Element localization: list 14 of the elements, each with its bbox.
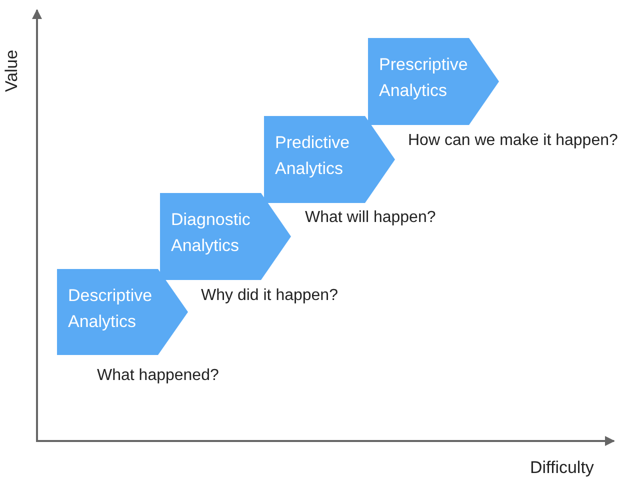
step-box xyxy=(160,193,291,280)
question-text: Why did it happen? xyxy=(201,287,338,305)
node-label: Descriptive Analytics xyxy=(68,285,154,333)
node-label: Predictive Analytics xyxy=(275,132,351,180)
step-box xyxy=(57,269,188,355)
step-box xyxy=(368,38,499,125)
node-label: Diagnostic Analytics xyxy=(171,209,252,257)
node-label: Prescriptive Analytics xyxy=(379,54,469,102)
question-text: What will happen? xyxy=(305,209,436,227)
question-text: How can we make it happen? xyxy=(408,132,618,150)
x-axis-title: Difficulty xyxy=(530,458,594,478)
question-text: What happened? xyxy=(97,367,219,385)
y-axis-title: Value xyxy=(2,50,22,92)
step-box xyxy=(264,116,395,203)
